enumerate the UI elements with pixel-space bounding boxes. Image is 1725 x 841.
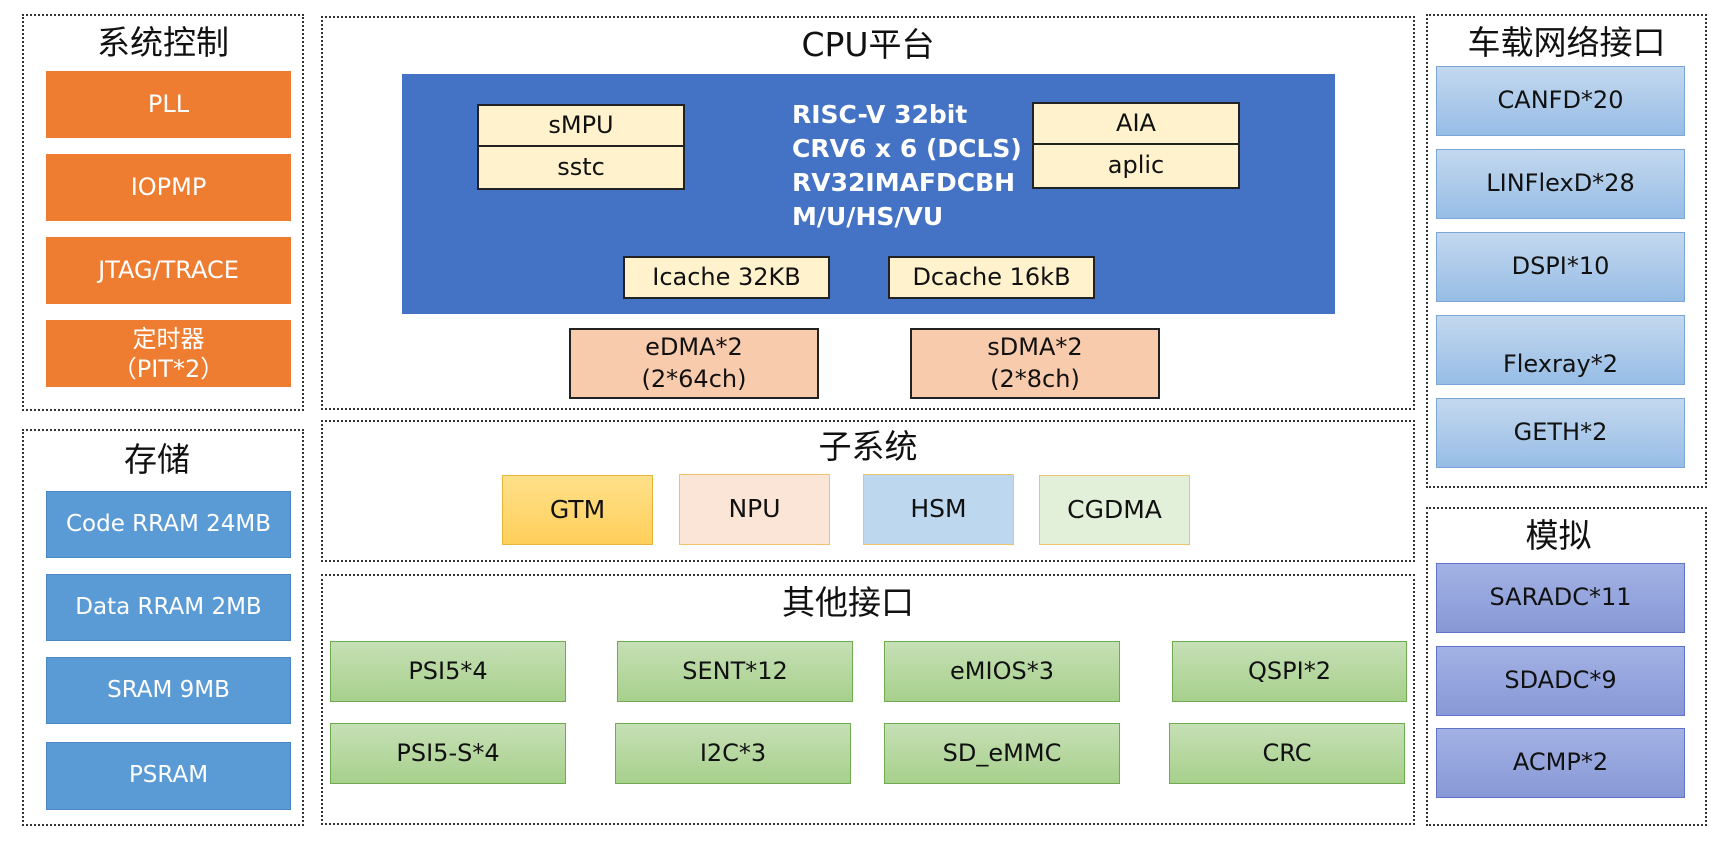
cpu-spec-text: RISC-V 32bit CRV6 x 6 (DCLS) RV32IMAFDCB… xyxy=(792,98,1022,234)
psi5-block: PSI5*4 xyxy=(330,641,566,702)
sdma-block: sDMA*2 (2*8ch) xyxy=(910,328,1160,399)
psram-block: PSRAM xyxy=(46,742,291,810)
storage-title: 存储 xyxy=(124,440,190,479)
npu-block: NPU xyxy=(679,474,830,545)
vehicle-network-title: 车载网络接口 xyxy=(1467,23,1666,62)
sent-block: SENT*12 xyxy=(617,641,853,702)
other-interfaces-panel: 其他接口 xyxy=(321,574,1415,825)
aia-block: AIA xyxy=(1032,102,1240,145)
qspi-block: QSPI*2 xyxy=(1172,641,1407,702)
psi5-s-block: PSI5-S*4 xyxy=(330,723,566,784)
storage-panel: 存储 xyxy=(22,429,304,826)
vehicle-network-panel: 车载网络接口 xyxy=(1426,14,1707,488)
gtm-block: GTM xyxy=(502,475,653,545)
cpu-spec-line-4: M/U/HS/VU xyxy=(792,202,944,231)
iopmp-block: IOPMP xyxy=(46,154,291,221)
data-rram-block: Data RRAM 2MB xyxy=(46,574,291,641)
dspi-block: DSPI*10 xyxy=(1436,232,1685,302)
system-control-panel: 系统控制 xyxy=(22,14,304,411)
cpu-platform-title: CPU平台 xyxy=(801,25,935,64)
cpu-platform-panel: CPU平台 xyxy=(321,16,1415,410)
pll-block: PLL xyxy=(46,71,291,138)
timer-pit-block: 定时器 （PIT*2） xyxy=(46,320,291,387)
subsystem-title: 子系统 xyxy=(818,427,918,466)
icache-block: Icache 32KB xyxy=(623,256,830,299)
aplic-block: aplic xyxy=(1032,143,1240,189)
saradc-block: SARADC*11 xyxy=(1436,563,1685,633)
subsystem-panel: 子系统 xyxy=(321,420,1415,562)
sstc-block: sstc xyxy=(477,145,685,190)
emios-block: eMIOS*3 xyxy=(884,641,1120,702)
flexray-block: Flexray*2 xyxy=(1436,315,1685,385)
acmp-block: ACMP*2 xyxy=(1436,728,1685,798)
other-interfaces-title: 其他接口 xyxy=(782,583,914,622)
jtag-trace-block: JTAG/TRACE xyxy=(46,237,291,304)
smpu-block: sMPU xyxy=(477,104,685,147)
canfd-block: CANFD*20 xyxy=(1436,66,1685,136)
analog-title: 模拟 xyxy=(1525,516,1592,555)
cpu-spec-line-2: CRV6 x 6 (DCLS) xyxy=(792,134,1022,163)
sdadc-block: SDADC*9 xyxy=(1436,646,1685,716)
sram-block: SRAM 9MB xyxy=(46,657,291,724)
crc-block: CRC xyxy=(1169,723,1405,784)
geth-block: GETH*2 xyxy=(1436,398,1685,468)
i2c-block: I2C*3 xyxy=(615,723,851,784)
cgdma-block: CGDMA xyxy=(1039,475,1190,545)
hsm-block: HSM xyxy=(863,474,1014,545)
dcache-block: Dcache 16kB xyxy=(888,256,1095,299)
edma-block: eDMA*2 (2*64ch) xyxy=(569,328,819,399)
cpu-spec-line-1: RISC-V 32bit xyxy=(792,100,968,129)
linflexd-block: LINFlexD*28 xyxy=(1436,149,1685,219)
cpu-spec-line-3: RV32IMAFDCBH xyxy=(792,168,1016,197)
system-control-title: 系统控制 xyxy=(97,23,229,62)
analog-panel: 模拟 xyxy=(1426,507,1707,826)
code-rram-block: Code RRAM 24MB xyxy=(46,491,291,558)
sd-emmc-block: SD_eMMC xyxy=(884,723,1120,784)
